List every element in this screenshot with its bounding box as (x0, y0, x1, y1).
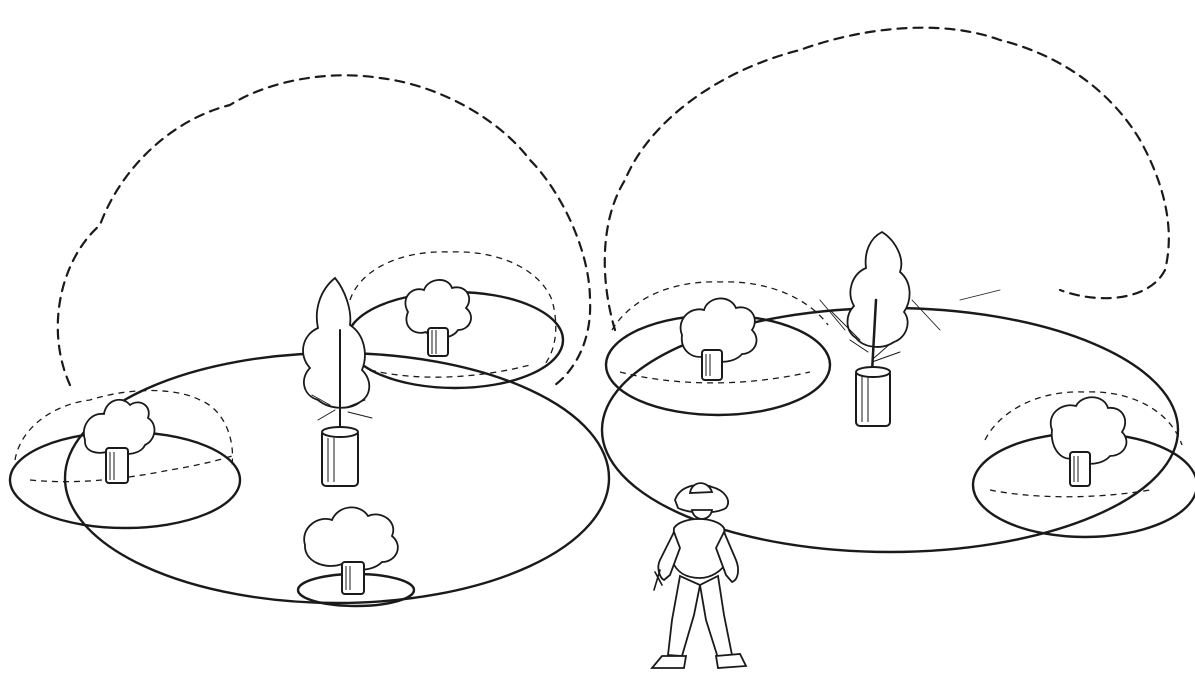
left-shrub (84, 400, 155, 483)
top-mid-dash (370, 365, 530, 377)
left-mid-dash (30, 455, 235, 482)
right-left-shrub (681, 298, 757, 380)
far-right-shrub (1051, 397, 1127, 486)
right-tall-tree (848, 232, 910, 426)
center-tall-tree (303, 278, 372, 486)
front-shrub (304, 507, 398, 594)
left-planting-group (10, 75, 609, 606)
top-shrub (405, 280, 471, 356)
right-mid-dash (990, 490, 1150, 497)
right-planting-group (602, 28, 1195, 552)
gardener-figure (652, 483, 746, 668)
